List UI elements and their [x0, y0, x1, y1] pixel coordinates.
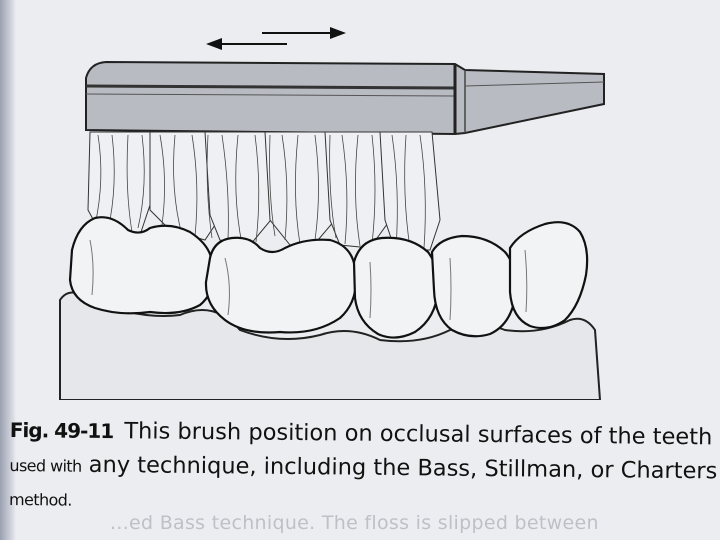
caption-text-2-lead: used with: [9, 455, 82, 476]
tooth-molar-1: [68, 216, 215, 315]
tooth-molar-2: [204, 236, 358, 334]
figure-caption: Fig. 49-11 This brush position on occlus…: [9, 414, 720, 522]
bleed-through-text: ...ed Bass technique. The floss is slipp…: [110, 512, 599, 534]
figure-label: Fig. 49-11: [9, 417, 114, 444]
tooth-shading: [89, 239, 528, 321]
caption-text-1: This brush position on occlusal surfaces…: [124, 418, 720, 451]
tooth-premolar-1: [352, 236, 440, 339]
tooth-canine: [508, 221, 589, 330]
caption-text-2-rest: any technique, including the Bass, Still…: [88, 451, 718, 485]
teeth: [68, 216, 589, 339]
toothbrush-illustration: [59, 27, 605, 400]
bristle-tufts: [87, 131, 441, 251]
toothbrush-handle: [85, 60, 605, 136]
tooth-premolar-2: [430, 234, 518, 338]
caption-text-3: method.: [9, 489, 72, 510]
caption-line-2: used with any technique, including the B…: [9, 448, 717, 489]
page-gutter-shadow: [0, 0, 16, 540]
motion-arrows-icon: [206, 27, 346, 50]
